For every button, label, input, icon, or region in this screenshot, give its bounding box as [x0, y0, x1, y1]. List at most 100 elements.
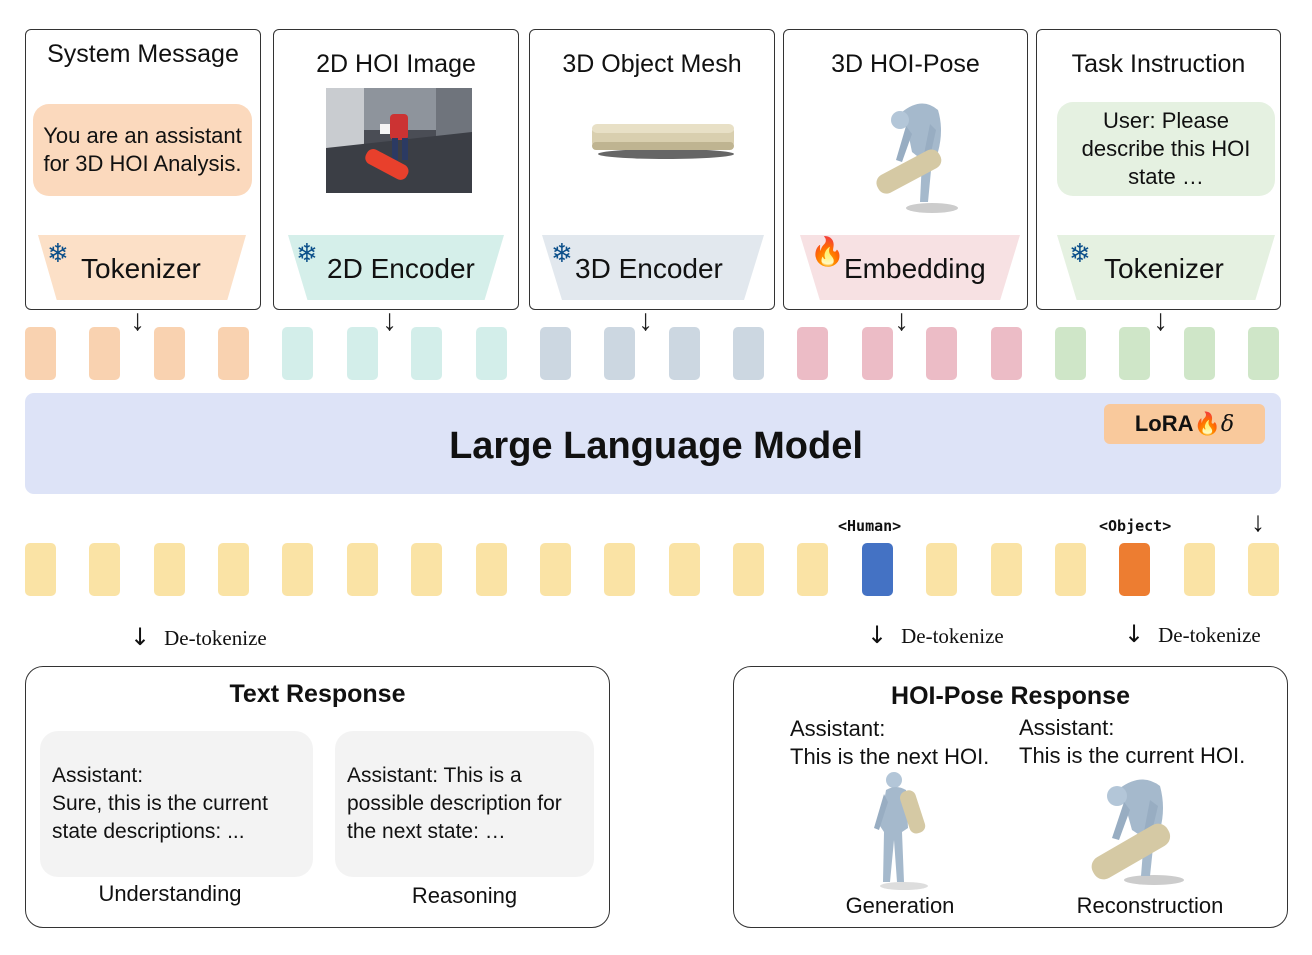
input-token	[25, 327, 56, 380]
down-arrow-icon: ↓	[894, 304, 909, 337]
detokenize-label: De-tokenize	[164, 626, 267, 650]
system-message-text: You are an assistant for 3D HOI Analysis…	[33, 104, 252, 196]
down-arrow-icon: ↓	[1124, 620, 1145, 648]
input-token	[1248, 327, 1279, 380]
output-token	[1183, 543, 1215, 596]
object-mesh-image	[592, 124, 734, 159]
snowflake-icon: ❄	[47, 238, 69, 268]
reasoning-card: Assistant: This is a possible descriptio…	[335, 731, 594, 877]
human-token	[861, 543, 893, 596]
output-token	[218, 543, 250, 596]
object-token-label: <Object>	[1099, 517, 1172, 535]
detokenize-object: ↓ De-tokenize	[1124, 621, 1261, 648]
generation-line1: Assistant:	[790, 716, 886, 741]
embedding-module	[800, 235, 1020, 300]
output-token	[1054, 543, 1086, 596]
output-token	[89, 543, 121, 596]
down-arrow-icon: ↓	[382, 304, 397, 337]
output-token	[668, 543, 700, 596]
input-token	[797, 327, 829, 380]
detokenize-text: ↓ De-tokenize	[130, 624, 267, 651]
detokenize-label: De-tokenize	[1158, 623, 1261, 647]
embedding-label: Embedding	[844, 253, 986, 284]
input-token	[539, 327, 571, 380]
output-token	[926, 543, 958, 596]
input-token	[411, 327, 443, 380]
hoi-pose-title: 3D HOI-Pose	[831, 50, 980, 78]
input-token	[604, 327, 636, 380]
object-mesh-title: 3D Object Mesh	[562, 50, 742, 78]
generation-assistant-text: Assistant: This is the next HOI.	[790, 715, 989, 771]
task-instruction-title: Task Instruction	[1071, 50, 1246, 78]
reconstruction-assistant-text: Assistant: This is the current HOI.	[1019, 714, 1245, 770]
input-token	[861, 327, 893, 380]
output-token	[797, 543, 829, 596]
understanding-text-line1: Assistant:	[52, 764, 144, 787]
down-arrow-icon: ↓	[867, 621, 888, 649]
input-token	[1119, 327, 1151, 380]
input-token	[668, 327, 700, 380]
hoi-pose-panel: 3D HOI-Pose 🔥 Embedding ↓	[783, 29, 1028, 336]
human-token-label: <Human>	[838, 517, 902, 535]
snowflake-icon: ❄	[296, 238, 318, 268]
system-message-title: System Message	[47, 40, 239, 68]
lora-badge: LoRA🔥δ	[1104, 404, 1265, 444]
reconstruction-caption: Reconstruction	[1076, 893, 1224, 918]
object-token	[1119, 543, 1151, 596]
3d-encoder-label: 3D Encoder	[575, 253, 723, 284]
hoi-image-panel: 2D HOI Image ❄ 2D Encoder ↓	[273, 29, 519, 336]
output-token	[25, 543, 56, 596]
input-token	[475, 327, 507, 380]
input-token	[346, 327, 378, 380]
down-arrow-icon: ↓	[130, 304, 145, 337]
llm-block	[25, 393, 1281, 494]
generation-line2: This is the next HOI.	[790, 744, 990, 769]
reasoning-caption: Reasoning	[411, 883, 518, 908]
hoi-pose-response-title: HOI-Pose Response	[891, 682, 1130, 710]
hoi-photo-image	[326, 88, 472, 193]
tokenizer-module	[1057, 235, 1275, 300]
down-arrow-icon: ↓	[130, 623, 151, 651]
2d-encoder-module	[288, 235, 504, 300]
input-token	[990, 327, 1022, 380]
3d-encoder-module	[542, 235, 764, 300]
understanding-caption: Understanding	[98, 881, 242, 906]
input-token	[926, 327, 958, 380]
input-token	[733, 327, 765, 380]
text-response-panel	[25, 666, 610, 928]
hoi-pose-figure-image	[876, 103, 958, 213]
input-token	[1183, 327, 1215, 380]
output-token	[346, 543, 378, 596]
detokenize-human: ↓De-tokenize	[867, 622, 1004, 649]
output-token	[1248, 543, 1279, 596]
fire-icon: 🔥	[1193, 411, 1221, 436]
down-arrow-icon: ↓	[1251, 506, 1265, 537]
lora-delta: δ	[1220, 412, 1235, 437]
hoi-pose-response-panel	[733, 666, 1288, 928]
input-token	[1054, 327, 1086, 380]
2d-encoder-label: 2D Encoder	[327, 253, 475, 284]
snowflake-icon: ❄	[551, 238, 573, 268]
output-token	[604, 543, 636, 596]
tokenizer-label: Tokenizer	[81, 253, 201, 284]
tokenizer-module	[38, 235, 246, 300]
output-token	[282, 543, 314, 596]
fire-icon: 🔥	[810, 236, 845, 267]
down-arrow-icon: ↓	[638, 304, 653, 337]
generation-figure-image	[874, 772, 928, 890]
output-token	[153, 543, 185, 596]
output-token	[411, 543, 443, 596]
understanding-card: Assistant:Sure, this is the current stat…	[40, 731, 313, 877]
reconstruction-line1: Assistant:	[1019, 715, 1115, 740]
down-arrow-icon: ↓	[1153, 304, 1168, 337]
snowflake-icon: ❄	[1069, 238, 1091, 268]
hoi-image-title: 2D HOI Image	[316, 50, 476, 78]
task-instruction-panel: Task Instruction User: Please describe t…	[1036, 29, 1281, 336]
lora-label: LoRA	[1134, 411, 1194, 436]
input-token	[282, 327, 314, 380]
system-message-panel: System Message You are an assistant for …	[25, 29, 261, 336]
reconstruction-figure-image	[1091, 779, 1184, 885]
reconstruction-line2: This is the current HOI.	[1019, 743, 1246, 768]
input-token	[218, 327, 250, 380]
object-mesh-panel: 3D Object Mesh ❄ 3D Encoder ↓	[529, 29, 775, 336]
